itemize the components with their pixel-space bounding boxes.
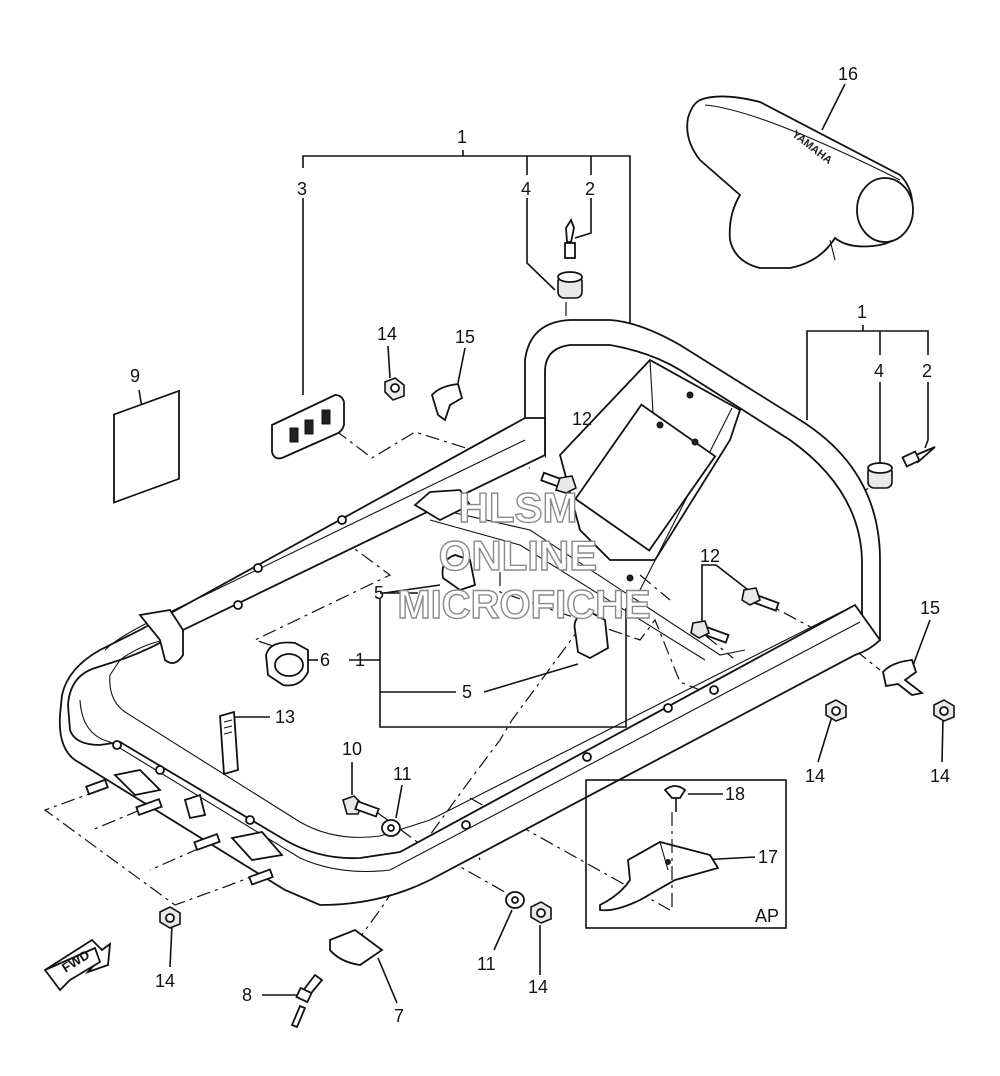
callout-1: 1 [857,302,867,322]
callout-12: 12 [700,546,720,566]
handle-pad: YAMAHA [686,95,914,269]
rail-bolts [112,515,719,830]
part-14-nuts-right [825,699,955,722]
part-15-clip-upper [430,383,464,422]
callout-4: 4 [521,179,531,199]
callout-15: 15 [455,327,475,347]
part-5-clamps [441,554,609,660]
watermark-line-3: MICROFICHE [397,583,650,627]
inset-label: AP [755,906,779,926]
part-14-nut-lower [530,901,552,924]
part-15-clip-right [882,659,925,696]
part-2-rivet-top [564,217,576,259]
studs-left [85,778,274,886]
callout-13: 13 [275,707,295,727]
callout-5: 5 [374,583,384,603]
callout-5: 5 [462,682,472,702]
callout-2: 2 [922,361,932,381]
callout-12: 12 [572,409,592,429]
callout-9: 9 [130,366,140,386]
part-4-bushing-top [557,271,583,299]
part-6-clamp [265,641,309,687]
callout-11: 11 [477,954,496,974]
part-12-bolt-upper [540,471,577,494]
callout-2: 2 [585,179,595,199]
frame-assembly [58,319,882,906]
part-3-plate [271,394,345,460]
callout-14: 14 [155,971,175,991]
fwd-arrow-icon: FWD [43,938,112,992]
part-7-cover [329,928,384,966]
callout-numbers: 1 3 4 2 16 1 4 2 9 14 15 12 12 15 5 6 1 … [130,64,950,1026]
callout-1: 1 [355,650,365,670]
callout-14: 14 [377,324,397,344]
watermark-line-2: ONLINE [439,532,598,579]
callout-11: 11 [393,764,412,784]
callout-8: 8 [242,985,252,1005]
part-11-washers [381,819,525,909]
callout-7: 7 [394,1006,404,1026]
part-2-rivet-right [901,446,936,468]
callout-3: 3 [297,179,307,199]
part-14-nut-lower-left [159,906,181,929]
callout-14: 14 [528,977,548,997]
part-8-rivet [290,973,324,1029]
part-14-nut-upper [384,377,405,401]
callout-14: 14 [805,766,825,786]
callout-16: 16 [838,64,858,84]
callout-6: 6 [320,650,330,670]
watermark-line-1: HLSM [459,484,578,531]
callout-18: 18 [725,784,745,804]
part-9-label [113,389,180,504]
callout-14: 14 [930,766,950,786]
callout-4: 4 [874,361,884,381]
part-13-strap [219,710,239,776]
callout-10: 10 [342,739,362,759]
callout-1: 1 [457,127,467,147]
callout-17: 17 [758,847,778,867]
part-4-bushing-right [867,462,893,489]
part-12-bolts-right [690,587,780,644]
watermark: HLSM ONLINE MICROFICHE [397,483,652,627]
part-10-bolt [342,795,380,818]
callout-15: 15 [920,598,940,618]
inset-ap: AP [585,779,787,929]
